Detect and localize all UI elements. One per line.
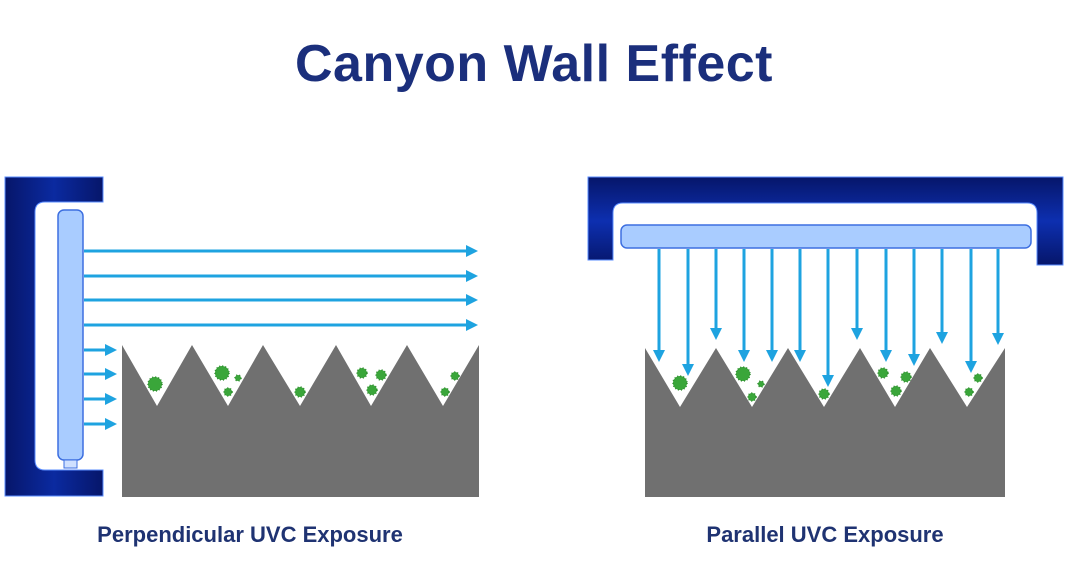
germ-icon: [900, 371, 912, 383]
uv-rays: [84, 245, 478, 430]
diagram-title: Canyon Wall Effect: [294, 35, 773, 93]
germ-icon: [747, 392, 757, 402]
uvc-lamp: [57, 209, 84, 461]
uvc-lamp: [620, 224, 1032, 249]
parallel-panel: [587, 176, 1064, 497]
parallel-caption: Parallel UVC Exposure: [706, 522, 944, 547]
germ-icon: [973, 373, 983, 383]
germ-icon: [450, 371, 460, 381]
perpendicular-caption: Perpendicular UVC Exposure: [97, 522, 403, 547]
germ-icon: [757, 380, 765, 388]
germ-icon: [375, 369, 387, 381]
germ-icon: [366, 384, 378, 396]
germ-icon: [890, 385, 902, 397]
germ-icon: [964, 387, 974, 397]
uv-rays: [653, 249, 1004, 387]
germ-icon: [294, 386, 306, 398]
surface: [122, 345, 479, 497]
germs: [672, 366, 983, 402]
germ-icon: [735, 366, 751, 382]
perpendicular-panel: [4, 176, 479, 497]
germ-icon: [214, 365, 230, 381]
germ-icon: [877, 367, 889, 379]
germ-icon: [672, 375, 688, 391]
surface: [645, 348, 1005, 497]
germ-icon: [440, 387, 450, 397]
lamp-bracket: [587, 176, 1064, 266]
germ-icon: [223, 387, 233, 397]
germ-icon: [356, 367, 368, 379]
lamp-bracket: [4, 176, 104, 497]
germ-icon: [234, 374, 242, 382]
germ-icon: [818, 388, 830, 400]
germs: [147, 365, 460, 398]
germ-icon: [147, 376, 163, 392]
